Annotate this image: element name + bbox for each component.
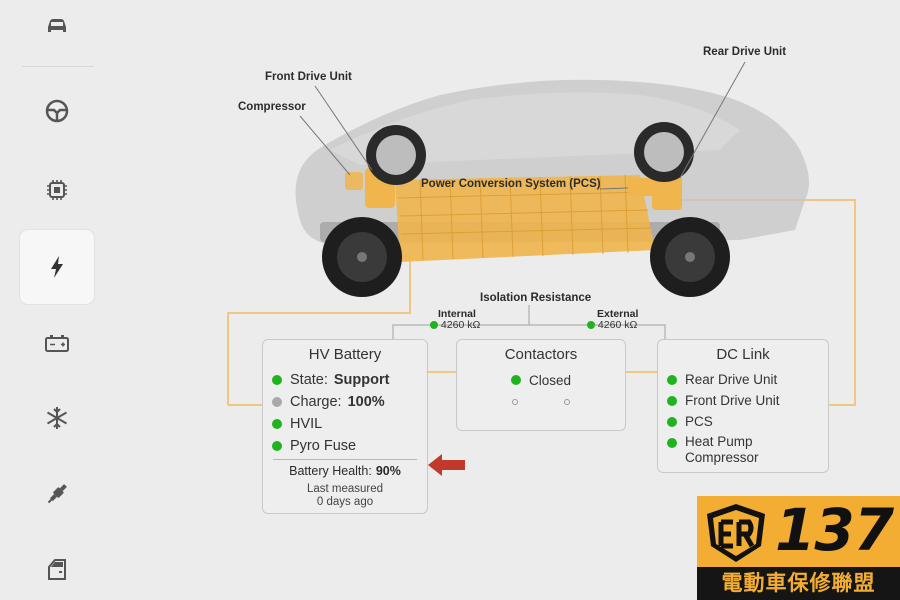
status-dot xyxy=(430,321,438,330)
hv-charge-value: 100% xyxy=(347,394,385,410)
sidebar-item-climate[interactable] xyxy=(20,381,94,455)
hv-battery-title: HV Battery xyxy=(308,346,382,363)
last-measured-label: Last measured xyxy=(306,483,384,495)
status-dot xyxy=(272,419,282,429)
dc-link-item: Front Drive Unit xyxy=(667,390,828,411)
status-dot xyxy=(272,441,282,451)
isolation-external-label: External xyxy=(597,308,639,320)
sidebar-item-power[interactable] xyxy=(20,230,94,304)
dc-link-item: Heat Pump Compressor xyxy=(667,434,828,466)
car-icon xyxy=(48,19,66,32)
door-icon xyxy=(48,559,66,580)
last-measured-value: 0 days ago xyxy=(316,496,374,508)
isolation-external-reading: 4260 kΩ xyxy=(597,319,638,331)
dc-link-item-label: Rear Drive Unit xyxy=(685,372,778,387)
status-dot xyxy=(667,438,677,448)
battery-icon xyxy=(45,335,69,352)
hv-state-label: State: xyxy=(290,372,328,388)
divider xyxy=(273,459,417,460)
front-drive-unit-label: Front Drive Unit xyxy=(265,71,352,83)
status-dot xyxy=(587,321,595,330)
contactors-status: Closed xyxy=(528,372,572,388)
pcs-label: Power Conversion System (PCS) xyxy=(421,178,601,190)
dc-link-item: Rear Drive Unit xyxy=(667,369,828,390)
hv-battery-panel[interactable]: HV Battery State: Support Charge: 100% H… xyxy=(262,339,428,514)
hv-charge-label: Charge: xyxy=(290,394,342,410)
contactors-status-row: Closed xyxy=(457,369,625,391)
dc-link-item-label: Heat Pump Compressor xyxy=(685,434,759,466)
isolation-internal-value: 4260 kΩ xyxy=(430,319,480,331)
spark-plug-icon xyxy=(47,484,67,504)
sidebar-item-service[interactable] xyxy=(20,457,94,531)
contactors-title: Contactors xyxy=(504,346,578,363)
dc-link-item-label: PCS xyxy=(685,414,713,429)
heat-pump-line2: Compressor xyxy=(685,450,759,465)
status-dot xyxy=(667,374,677,385)
lightning-bolt-icon xyxy=(51,256,63,278)
battery-health: Battery Health:90% xyxy=(263,464,427,478)
status-dot xyxy=(272,375,282,385)
contactors-panel[interactable]: Contactors Closed xyxy=(456,339,626,431)
dc-link-panel[interactable]: DC Link Rear Drive Unit Front Drive Unit… xyxy=(657,339,829,473)
watermark-logo: 137 電動車保修聯盟 xyxy=(697,496,900,600)
status-dot xyxy=(510,375,521,385)
isolation-internal-reading: 4260 kΩ xyxy=(440,319,481,331)
sidebar xyxy=(0,0,112,600)
sidebar-item-car[interactable] xyxy=(20,0,94,62)
shield-emblem-icon xyxy=(707,504,765,562)
sidebar-divider xyxy=(22,66,94,67)
rear-drive-unit-label: Rear Drive Unit xyxy=(703,46,787,58)
contactor-indicators xyxy=(457,399,625,405)
steering-wheel-icon xyxy=(45,99,69,123)
hv-hvil-label: HVIL xyxy=(290,416,323,432)
isolation-internal-label: Internal xyxy=(438,308,476,320)
dc-link-title: DC Link xyxy=(716,346,770,363)
contactor-indicator xyxy=(512,399,518,405)
last-measured: Last measured 0 days ago xyxy=(263,483,427,509)
sidebar-item-steering[interactable] xyxy=(20,74,94,148)
hv-charge-row: Charge: 100% xyxy=(272,391,427,413)
logo-text: 電動車保修聯盟 xyxy=(697,567,900,600)
status-dot xyxy=(667,416,677,427)
battery-health-value: 90% xyxy=(375,464,401,478)
hv-state-row: State: Support xyxy=(272,369,427,391)
sidebar-item-chip[interactable] xyxy=(20,153,94,227)
sidebar-item-door[interactable] xyxy=(20,532,94,600)
isolation-external-value: 4260 kΩ xyxy=(587,319,637,331)
isolation-resistance-title: Isolation Resistance xyxy=(480,292,592,304)
status-dot xyxy=(667,395,677,406)
status-dot xyxy=(272,397,282,407)
hv-pyro-fuse-row: Pyro Fuse xyxy=(272,435,427,457)
arrow-left-icon xyxy=(428,454,465,476)
snowflake-icon xyxy=(46,407,68,429)
compressor-label: Compressor xyxy=(238,101,306,113)
dc-link-item: PCS xyxy=(667,411,828,432)
hv-hvil-row: HVIL xyxy=(272,413,427,435)
battery-health-label: Battery Health: xyxy=(289,464,372,478)
hv-state-value: Support xyxy=(333,372,390,388)
heat-pump-line1: Heat Pump xyxy=(685,434,753,449)
hv-pyro-fuse-label: Pyro Fuse xyxy=(290,438,357,454)
dc-link-item-label: Front Drive Unit xyxy=(685,393,780,408)
logo-number: 137 xyxy=(775,496,894,564)
contactor-indicator xyxy=(564,399,570,405)
chip-icon xyxy=(47,180,67,200)
sidebar-item-battery[interactable] xyxy=(20,306,94,380)
